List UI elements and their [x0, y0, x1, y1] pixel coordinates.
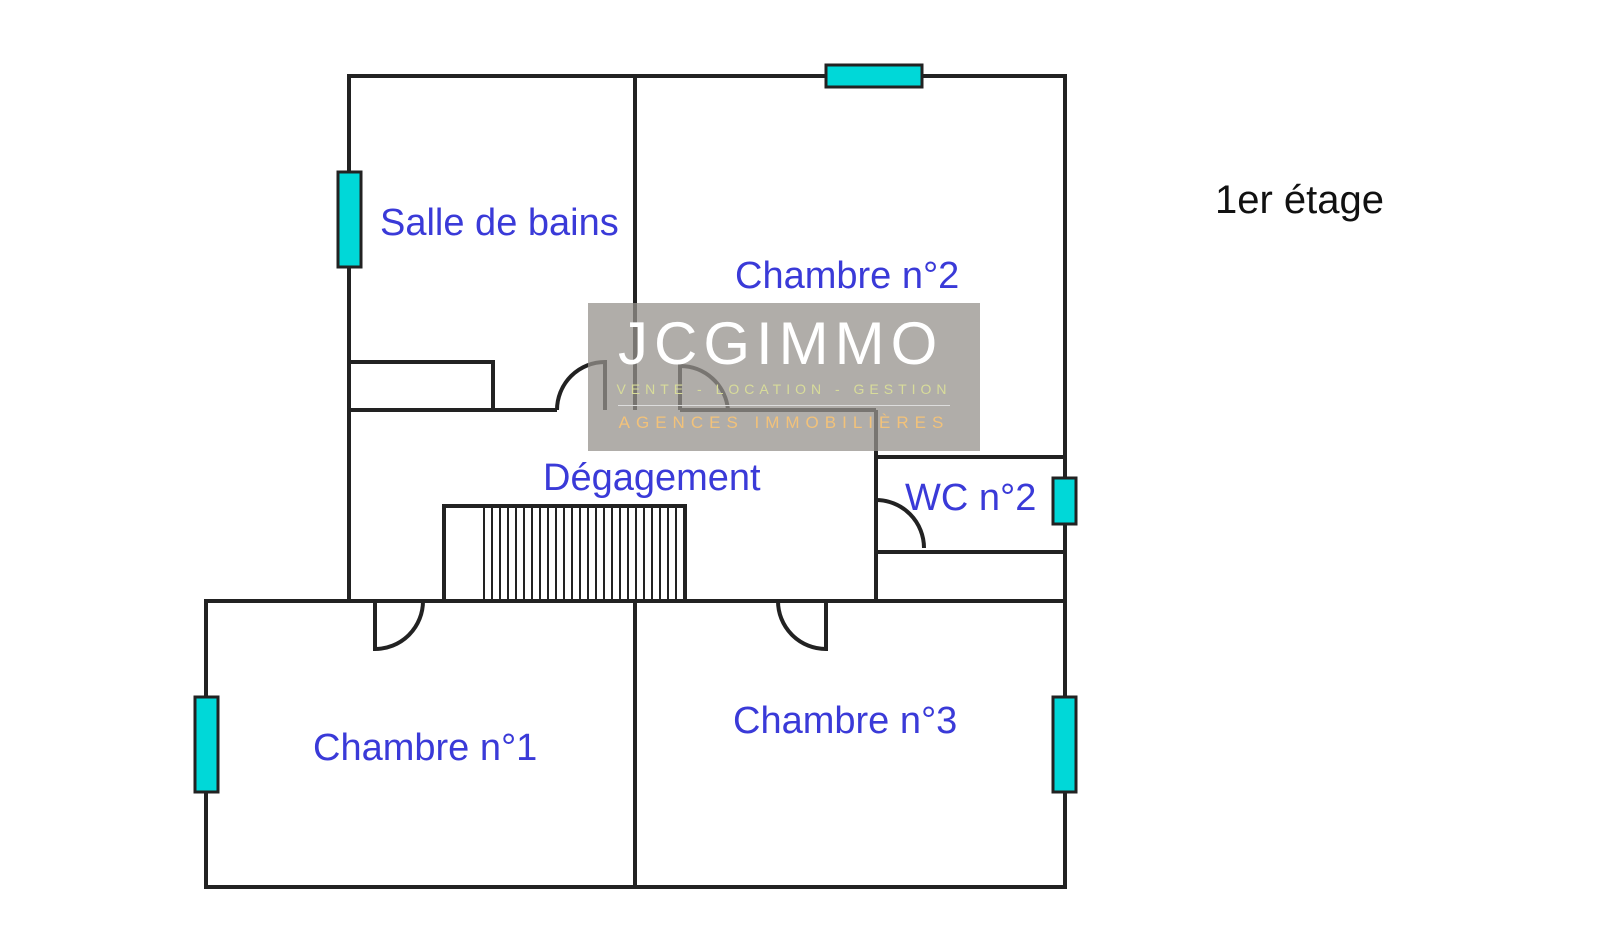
room-label-wc-2: WC n°2 — [905, 477, 1037, 519]
room-label-chambre-2: Chambre n°2 — [735, 255, 960, 297]
room-label-chambre-3: Chambre n°3 — [733, 700, 958, 742]
window — [336, 170, 363, 269]
windows — [193, 63, 1078, 794]
window — [824, 63, 924, 89]
window — [193, 695, 220, 794]
watermark-logo: JCGIMMO — [618, 310, 944, 377]
window — [1051, 476, 1078, 526]
room-label-chambre-1: Chambre n°1 — [313, 727, 538, 769]
watermark-tagline: VENTE - LOCATION - GESTION — [616, 381, 952, 397]
room-label-degagement: Dégagement — [543, 457, 761, 499]
floor-title: 1er étage — [1215, 178, 1385, 222]
window — [1051, 695, 1078, 794]
watermark: JCGIMMO VENTE - LOCATION - GESTION AGENC… — [588, 303, 980, 451]
room-label-salle-de-bains: Salle de bains — [380, 202, 619, 244]
watermark-divider — [618, 405, 950, 406]
watermark-subtitle: AGENCES IMMOBILIÈRES — [618, 413, 950, 432]
stairs — [483, 508, 685, 599]
